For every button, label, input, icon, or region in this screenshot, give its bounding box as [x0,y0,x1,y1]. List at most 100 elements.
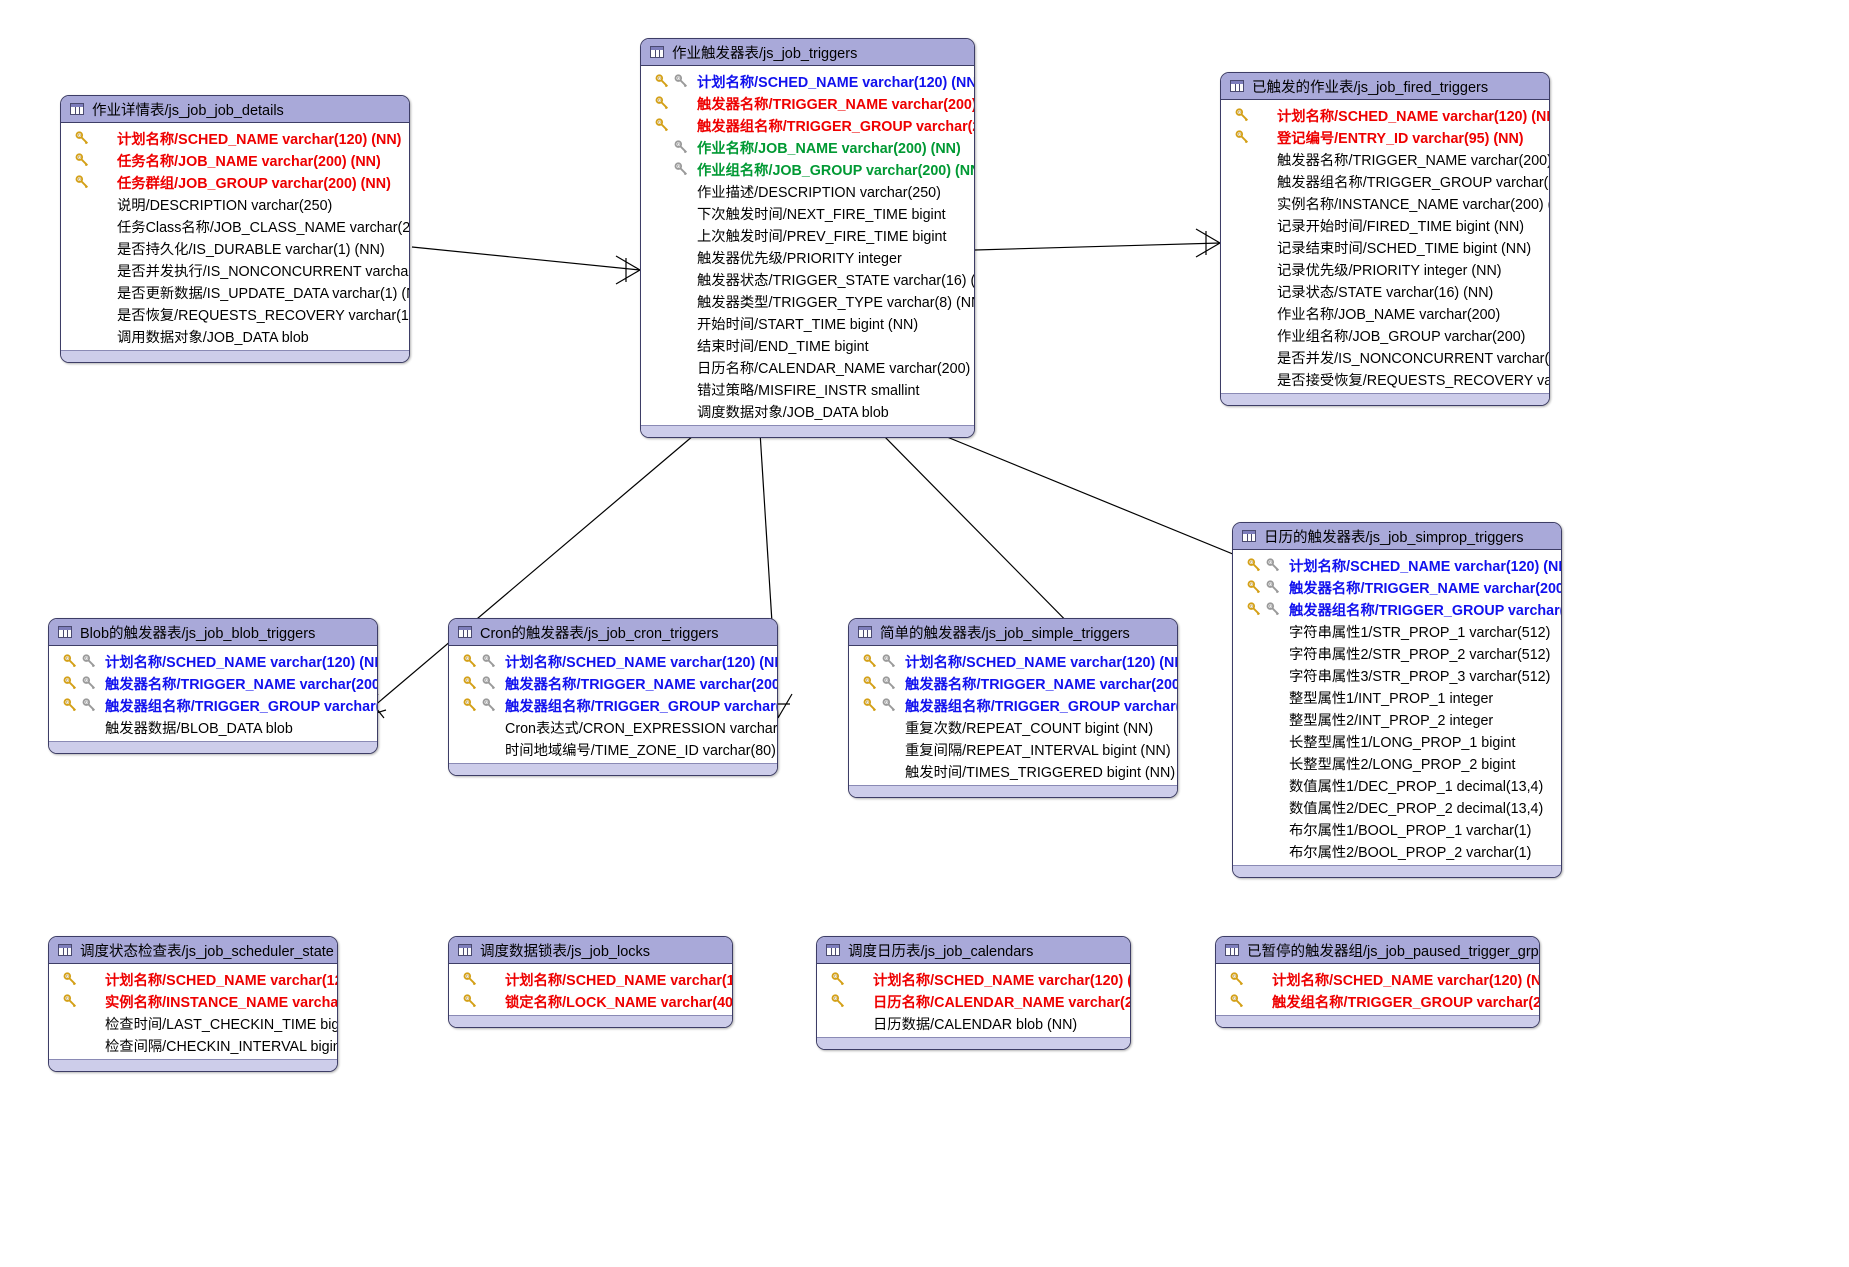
attribute-row[interactable]: 作业组名称/JOB_GROUP varchar(200) [1221,324,1549,346]
attribute-row[interactable]: 实例名称/INSTANCE_NAME varchar(200) (NN) [1221,192,1549,214]
attribute-row[interactable]: 计划名称/SCHED_NAME varchar(120) (NN) [449,968,732,990]
entity-header-js_job_fired_triggers[interactable]: 已触发的作业表/js_job_fired_triggers [1221,73,1549,100]
attribute-row[interactable]: 布尔属性1/BOOL_PROP_1 varchar(1) [1233,818,1561,840]
attribute-row[interactable]: 作业名称/JOB_NAME varchar(200) [1221,302,1549,324]
attribute-row[interactable]: 是否并发执行/IS_NONCONCURRENT varchar(1) (NN) [61,259,409,281]
attribute-row[interactable]: 布尔属性2/BOOL_PROP_2 varchar(1) [1233,840,1561,862]
attribute-row[interactable]: 计划名称/SCHED_NAME varchar(120) (NN) [61,127,409,149]
entity-js_job_paused_trigger_grps[interactable]: 已暂停的触发器组/js_job_paused_trigger_grps 计划名称/… [1215,936,1540,1028]
entity-header-js_job_simprop_triggers[interactable]: 日历的触发器表/js_job_simprop_triggers [1233,523,1561,550]
attribute-row[interactable]: 记录优先级/PRIORITY integer (NN) [1221,258,1549,280]
attribute-row[interactable]: 重复次数/REPEAT_COUNT bigint (NN) [849,716,1177,738]
attribute-row[interactable]: 触发器组名称/TRIGGER_GROUP varchar(200) (NN) [49,694,377,716]
attribute-row[interactable]: 计划名称/SCHED_NAME varchar(120) (NN) [1216,968,1539,990]
attribute-row[interactable]: 触发器组名称/TRIGGER_GROUP varchar(200) (NN) [1221,170,1549,192]
entity-header-js_job_triggers[interactable]: 作业触发器表/js_job_triggers [641,39,974,66]
attribute-row[interactable]: 下次触发时间/NEXT_FIRE_TIME bigint [641,202,974,224]
attribute-row[interactable]: 触发器名称/TRIGGER_NAME varchar(200) (NN) [449,672,777,694]
attribute-row[interactable]: 计划名称/SCHED_NAME varchar(120) (NN) [1221,104,1549,126]
entity-js_job_blob_triggers[interactable]: Blob的触发器表/js_job_blob_triggers 计划名称/SCHED… [48,618,378,754]
attribute-row[interactable]: 实例名称/INSTANCE_NAME varchar(200) (NN) [49,990,337,1012]
attribute-row[interactable]: 触发器名称/TRIGGER_NAME varchar(200) (NN) [1221,148,1549,170]
attribute-row[interactable]: 字符串属性3/STR_PROP_3 varchar(512) [1233,664,1561,686]
entity-js_job_fired_triggers[interactable]: 已触发的作业表/js_job_fired_triggers 计划名称/SCHED_… [1220,72,1550,406]
attribute-row[interactable]: 触发器数据/BLOB_DATA blob [49,716,377,738]
entity-header-js_job_locks[interactable]: 调度数据锁表/js_job_locks [449,937,732,964]
attribute-row[interactable]: 作业描述/DESCRIPTION varchar(250) [641,180,974,202]
attribute-row[interactable]: 字符串属性2/STR_PROP_2 varchar(512) [1233,642,1561,664]
attribute-row[interactable]: 调度数据对象/JOB_DATA blob [641,400,974,422]
attribute-row[interactable]: 锁定名称/LOCK_NAME varchar(40) (NN) [449,990,732,1012]
attribute-row[interactable]: 调用数据对象/JOB_DATA blob [61,325,409,347]
attribute-row[interactable]: 长整型属性1/LONG_PROP_1 bigint [1233,730,1561,752]
attribute-row[interactable]: 触发器组名称/TRIGGER_GROUP varchar(200) (NN) [1233,598,1561,620]
entity-js_job_simprop_triggers[interactable]: 日历的触发器表/js_job_simprop_triggers 计划名称/SCHE… [1232,522,1562,878]
attribute-row[interactable]: 触发组名称/TRIGGER_GROUP varchar(200) (NN) [1216,990,1539,1012]
attribute-row[interactable]: 计划名称/SCHED_NAME varchar(120) (NN) [817,968,1130,990]
attribute-row[interactable]: 开始时间/START_TIME bigint (NN) [641,312,974,334]
attribute-row[interactable]: 重复间隔/REPEAT_INTERVAL bigint (NN) [849,738,1177,760]
attribute-row[interactable]: 字符串属性1/STR_PROP_1 varchar(512) [1233,620,1561,642]
entity-header-js_job_paused_trigger_grps[interactable]: 已暂停的触发器组/js_job_paused_trigger_grps [1216,937,1539,964]
attribute-row[interactable]: 触发时间/TIMES_TRIGGERED bigint (NN) [849,760,1177,782]
entity-js_job_scheduler_state[interactable]: 调度状态检查表/js_job_scheduler_state 计划名称/SCHED… [48,936,338,1072]
attribute-row[interactable]: 触发器名称/TRIGGER_NAME varchar(200) (NN) [641,92,974,114]
attribute-row[interactable]: 触发器优先级/PRIORITY integer [641,246,974,268]
attribute-row[interactable]: 记录开始时间/FIRED_TIME bigint (NN) [1221,214,1549,236]
entity-header-js_job_cron_triggers[interactable]: Cron的触发器表/js_job_cron_triggers [449,619,777,646]
entity-header-js_job_simple_triggers[interactable]: 简单的触发器表/js_job_simple_triggers [849,619,1177,646]
attribute-row[interactable]: 记录状态/STATE varchar(16) (NN) [1221,280,1549,302]
attribute-row[interactable]: 数值属性1/DEC_PROP_1 decimal(13,4) [1233,774,1561,796]
attribute-row[interactable]: 登记编号/ENTRY_ID varchar(95) (NN) [1221,126,1549,148]
entity-header-js_job_blob_triggers[interactable]: Blob的触发器表/js_job_blob_triggers [49,619,377,646]
attribute-row[interactable]: 任务群组/JOB_GROUP varchar(200) (NN) [61,171,409,193]
attribute-row[interactable]: 计划名称/SCHED_NAME varchar(120) (NN) [849,650,1177,672]
entity-header-js_job_scheduler_state[interactable]: 调度状态检查表/js_job_scheduler_state [49,937,337,964]
attribute-row[interactable]: 错过策略/MISFIRE_INSTR smallint [641,378,974,400]
attribute-row[interactable]: 计划名称/SCHED_NAME varchar(120) (NN) [49,968,337,990]
attribute-row[interactable]: 触发器名称/TRIGGER_NAME varchar(200) (NN) [849,672,1177,694]
attribute-row[interactable]: 检查间隔/CHECKIN_INTERVAL bigint (NN) [49,1034,337,1056]
attribute-row[interactable]: 任务Class名称/JOB_CLASS_NAME varchar(250) (N… [61,215,409,237]
attribute-row[interactable]: 结束时间/END_TIME bigint [641,334,974,356]
entity-js_job_locks[interactable]: 调度数据锁表/js_job_locks 计划名称/SCHED_NAME varch… [448,936,733,1028]
attribute-row[interactable]: 计划名称/SCHED_NAME varchar(120) (NN) [449,650,777,672]
attribute-row[interactable]: 触发器名称/TRIGGER_NAME varchar(200) (NN) [1233,576,1561,598]
entity-header-js_job_job_details[interactable]: 作业详情表/js_job_job_details [61,96,409,123]
attribute-row[interactable]: 计划名称/SCHED_NAME varchar(120) (NN) [49,650,377,672]
attribute-row[interactable]: 是否恢复/REQUESTS_RECOVERY varchar(1) (NN) [61,303,409,325]
attribute-row[interactable]: 日历数据/CALENDAR blob (NN) [817,1012,1130,1034]
attribute-row[interactable]: 计划名称/SCHED_NAME varchar(120) (NN) [641,70,974,92]
attribute-row[interactable]: 计划名称/SCHED_NAME varchar(120) (NN) [1233,554,1561,576]
attribute-row[interactable]: 触发器状态/TRIGGER_STATE varchar(16) (NN) [641,268,974,290]
entity-js_job_calendars[interactable]: 调度日历表/js_job_calendars 计划名称/SCHED_NAME va… [816,936,1131,1050]
attribute-row[interactable]: 触发器名称/TRIGGER_NAME varchar(200) (NN) [49,672,377,694]
entity-js_job_cron_triggers[interactable]: Cron的触发器表/js_job_cron_triggers 计划名称/SCHED… [448,618,778,776]
attribute-row[interactable]: 长整型属性2/LONG_PROP_2 bigint [1233,752,1561,774]
attribute-row[interactable]: 数值属性2/DEC_PROP_2 decimal(13,4) [1233,796,1561,818]
attribute-row[interactable]: 作业名称/JOB_NAME varchar(200) (NN) [641,136,974,158]
attribute-row[interactable]: 触发器组名称/TRIGGER_GROUP varchar(200) (NN) [449,694,777,716]
entity-js_job_simple_triggers[interactable]: 简单的触发器表/js_job_simple_triggers 计划名称/SCHED… [848,618,1178,798]
entity-js_job_job_details[interactable]: 作业详情表/js_job_job_details 计划名称/SCHED_NAME … [60,95,410,363]
attribute-row[interactable]: 日历名称/CALENDAR_NAME varchar(200) (NN) [817,990,1130,1012]
attribute-row[interactable]: 触发器组名称/TRIGGER_GROUP varchar(200) (NN) [641,114,974,136]
attribute-row[interactable]: 是否持久化/IS_DURABLE varchar(1) (NN) [61,237,409,259]
attribute-row[interactable]: Cron表达式/CRON_EXPRESSION varchar(120) (NN… [449,716,777,738]
attribute-row[interactable]: 是否接受恢复/REQUESTS_RECOVERY varchar(1) [1221,368,1549,390]
attribute-row[interactable]: 记录结束时间/SCHED_TIME bigint (NN) [1221,236,1549,258]
attribute-row[interactable]: 时间地域编号/TIME_ZONE_ID varchar(80) [449,738,777,760]
entity-header-js_job_calendars[interactable]: 调度日历表/js_job_calendars [817,937,1130,964]
attribute-row[interactable]: 上次触发时间/PREV_FIRE_TIME bigint [641,224,974,246]
attribute-row[interactable]: 作业组名称/JOB_GROUP varchar(200) (NN) [641,158,974,180]
attribute-row[interactable]: 是否更新数据/IS_UPDATE_DATA varchar(1) (NN) [61,281,409,303]
attribute-row[interactable]: 整型属性2/INT_PROP_2 integer [1233,708,1561,730]
attribute-row[interactable]: 触发器类型/TRIGGER_TYPE varchar(8) (NN) [641,290,974,312]
attribute-row[interactable]: 检查时间/LAST_CHECKIN_TIME bigint (NN) [49,1012,337,1034]
entity-js_job_triggers[interactable]: 作业触发器表/js_job_triggers 计划名称/SCHED_NAME va… [640,38,975,438]
attribute-row[interactable]: 任务名称/JOB_NAME varchar(200) (NN) [61,149,409,171]
attribute-row[interactable]: 整型属性1/INT_PROP_1 integer [1233,686,1561,708]
attribute-row[interactable]: 是否并发/IS_NONCONCURRENT varchar(1) [1221,346,1549,368]
attribute-row[interactable]: 日历名称/CALENDAR_NAME varchar(200) [641,356,974,378]
attribute-row[interactable]: 触发器组名称/TRIGGER_GROUP varchar(200) (NN) [849,694,1177,716]
